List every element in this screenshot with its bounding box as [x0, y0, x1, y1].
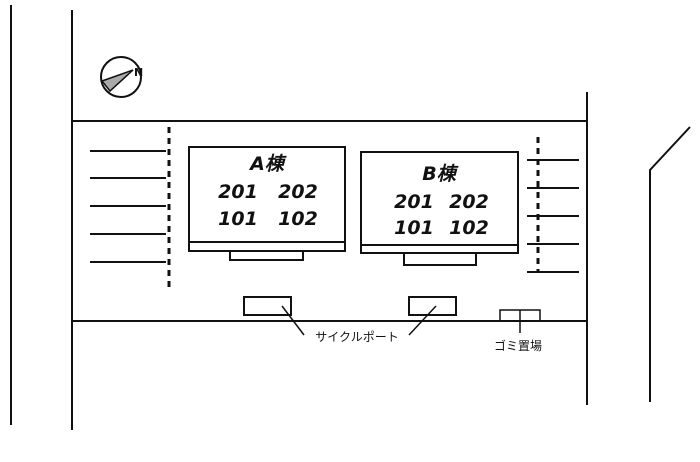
building-b-name: B棟 [422, 163, 458, 185]
garbage-area [499, 309, 541, 333]
unit-a-202: 202 [278, 181, 318, 203]
unit-b-101: 101 [394, 217, 434, 239]
unit-a-201: 201 [218, 181, 258, 203]
unit-b-202: 202 [449, 191, 489, 213]
road-edge-right [649, 126, 691, 402]
unit-b-102: 102 [449, 217, 489, 239]
parking-right [527, 137, 579, 273]
north-arrow-icon: N [100, 56, 143, 98]
building-b [360, 151, 519, 266]
parking-left [90, 127, 171, 290]
cycle-port-1 [243, 296, 305, 336]
unit-a-102: 102 [278, 208, 318, 230]
cycle-port-2 [408, 296, 457, 336]
unit-b-201: 201 [394, 191, 434, 213]
svg-text:N: N [134, 66, 143, 79]
unit-a-101: 101 [218, 208, 258, 230]
building-a-name: A棟 [248, 153, 287, 175]
garbage-label: ゴミ置場 [494, 338, 542, 353]
building-a [188, 146, 346, 261]
cycle-port-label: サイクルポート [315, 330, 398, 344]
